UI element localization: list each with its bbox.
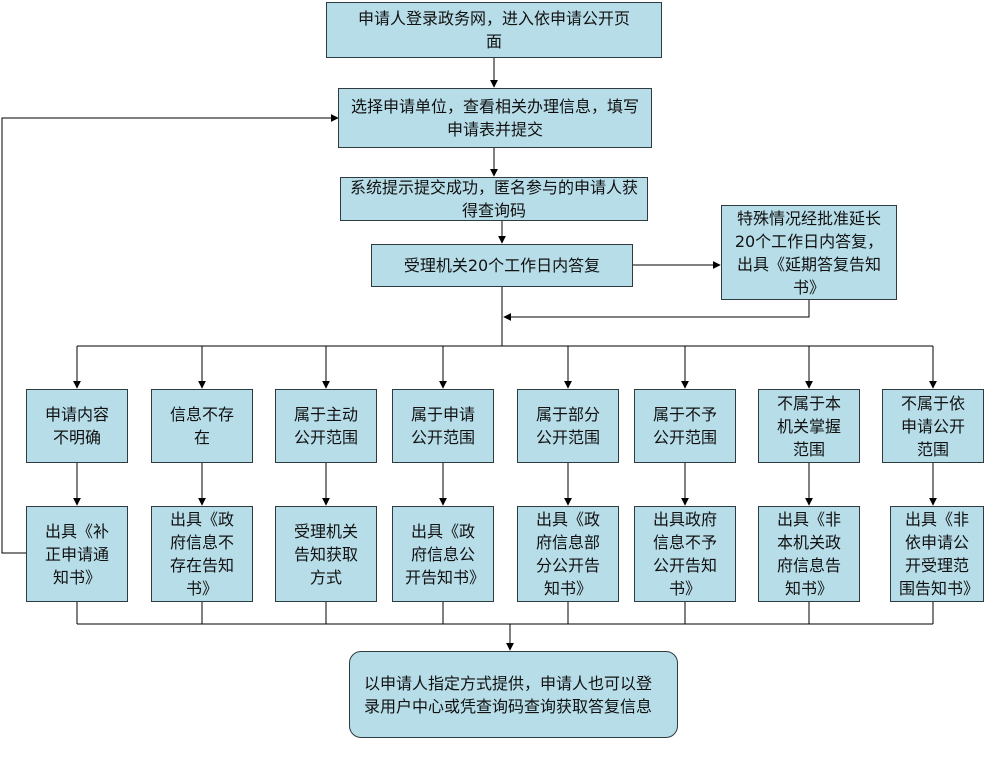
case-type-5-text: 属于部分公开范围 bbox=[535, 405, 600, 447]
case-result-8-text: 出具《非依申请公开受理范围告知书》 bbox=[899, 510, 980, 598]
case-type-1-text: 申请内容不明确 bbox=[44, 405, 109, 447]
case-result-1-text: 出具《补正申请通知书》 bbox=[44, 521, 109, 587]
step-extension: 特殊情况经批准延长20个工作日内答复，出具《延期答复告知书》 bbox=[721, 205, 897, 300]
case-result-1: 出具《补正申请通知书》 bbox=[26, 506, 128, 602]
case-type-2-text: 信息不存在 bbox=[169, 405, 234, 447]
case-type-4-text: 属于申请公开范围 bbox=[410, 405, 475, 447]
case-type-7-text: 不属于本机关掌握范围 bbox=[776, 393, 841, 459]
case-type-3: 属于主动公开范围 bbox=[275, 389, 377, 463]
step-select: 选择申请单位，查看相关办理信息，填写申请表并提交 bbox=[338, 88, 652, 148]
step-extension-text: 特殊情况经批准延长20个工作日内答复，出具《延期答复告知书》 bbox=[734, 208, 884, 297]
case-result-4: 出具《政府信息公开告知书》 bbox=[392, 506, 494, 602]
case-result-2-text: 出具《政府信息不存在告知书》 bbox=[169, 510, 234, 598]
step-final-text: 以申请人指定方式提供，申请人也可以登录用户中心或凭查询码查询获取答复信息 bbox=[364, 673, 653, 716]
step-submitted: 系统提示提交成功，匿名参与的申请人获得查询码 bbox=[340, 177, 648, 221]
case-type-3-text: 属于主动公开范围 bbox=[293, 405, 358, 447]
case-result-5-text: 出具《政府信息部分公开告知书》 bbox=[535, 510, 600, 598]
case-type-6-text: 属于不予公开范围 bbox=[652, 405, 717, 447]
arrow-feedback-loop bbox=[1, 114, 339, 554]
case-result-6: 出具政府信息不予公开告知书》 bbox=[634, 506, 736, 602]
case-type-7: 不属于本机关掌握范围 bbox=[758, 389, 860, 463]
step-reply-text: 受理机关20个工作日内答复 bbox=[403, 256, 601, 275]
case-result-3-text: 受理机关告知获取方式 bbox=[293, 521, 358, 587]
case-result-8: 出具《非依申请公开受理范围告知书》 bbox=[890, 506, 984, 602]
step-select-text: 选择申请单位，查看相关办理信息，填写申请表并提交 bbox=[350, 97, 639, 139]
case-type-6: 属于不予公开范围 bbox=[634, 389, 736, 463]
case-result-7: 出具《非本机关政府信息告知书》 bbox=[758, 506, 860, 602]
step-reply: 受理机关20个工作日内答复 bbox=[371, 244, 633, 287]
case-result-6-text: 出具政府信息不予公开告知书》 bbox=[652, 510, 717, 598]
case-type-5: 属于部分公开范围 bbox=[517, 389, 619, 463]
case-result-2: 出具《政府信息不存在告知书》 bbox=[151, 506, 253, 602]
step-login-text: 申请人登录政务网，进入依申请公开页面 bbox=[357, 9, 630, 51]
case-type-8: 不属于依申请公开范围 bbox=[882, 389, 984, 463]
case-type-4: 属于申请公开范围 bbox=[392, 389, 494, 463]
case-result-7-text: 出具《非本机关政府信息告知书》 bbox=[776, 510, 841, 598]
case-result-4-text: 出具《政府信息公开告知书》 bbox=[405, 521, 486, 587]
case-type-2: 信息不存在 bbox=[151, 389, 253, 463]
case-type-1: 申请内容不明确 bbox=[26, 389, 128, 463]
case-type-8-text: 不属于依申请公开范围 bbox=[900, 393, 965, 459]
arrow-extension-return bbox=[503, 300, 810, 321]
step-final: 以申请人指定方式提供，申请人也可以登录用户中心或凭查询码查询获取答复信息 bbox=[349, 651, 678, 738]
step-login: 申请人登录政务网，进入依申请公开页面 bbox=[326, 2, 662, 58]
step-submitted-text: 系统提示提交成功，匿名参与的申请人获得查询码 bbox=[349, 178, 638, 220]
case-result-3: 受理机关告知获取方式 bbox=[275, 506, 377, 602]
case-result-5: 出具《政府信息部分公开告知书》 bbox=[517, 506, 619, 602]
